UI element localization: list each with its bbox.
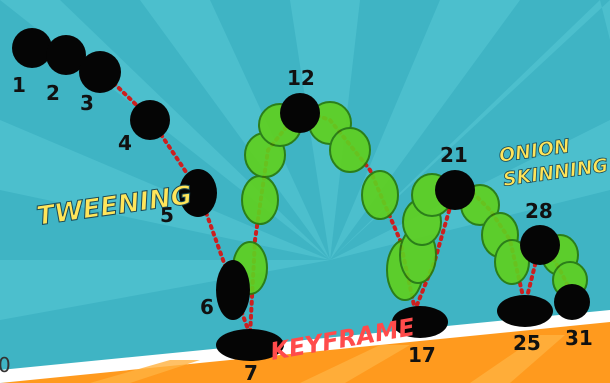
- frame-number-4: 4: [118, 131, 132, 155]
- frame-number-2: 2: [46, 81, 60, 105]
- frame-number-3: 3: [80, 91, 94, 115]
- frame-number-7: 7: [244, 361, 258, 383]
- frame-number-12: 12: [287, 66, 315, 90]
- frame-number-17: 17: [408, 343, 436, 367]
- frame-number-1: 1: [12, 73, 26, 97]
- frame-number-6: 6: [200, 295, 214, 319]
- frame-number-21: 21: [440, 143, 468, 167]
- frame-number-31: 31: [565, 326, 593, 350]
- edge-mark: 0: [0, 353, 11, 377]
- frame-number-28: 28: [525, 199, 553, 223]
- frame-number-25: 25: [513, 331, 541, 355]
